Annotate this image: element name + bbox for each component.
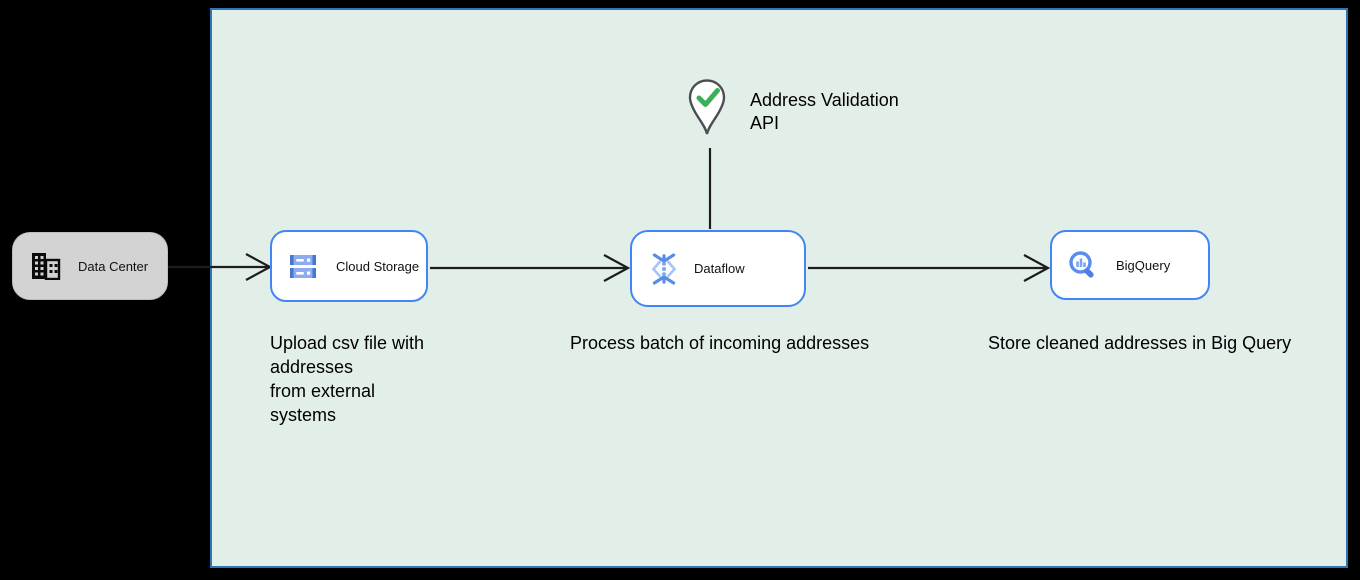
node-cloud-storage[interactable]: Cloud Storage <box>270 230 428 302</box>
bigquery-icon <box>1068 250 1098 280</box>
node-label-bigquery: BigQuery <box>1116 257 1171 273</box>
node-label-data-center: Data Center <box>78 258 149 274</box>
node-bigquery[interactable]: BigQuery <box>1050 230 1210 300</box>
caption-upload-csv: Upload csv file with addresses from exte… <box>270 333 425 425</box>
node-dataflow[interactable]: Dataflow <box>630 230 806 307</box>
caption-store-cleaned: Store cleaned addresses in Big Query <box>988 333 1292 353</box>
location-pin-check-icon[interactable] <box>688 79 726 137</box>
dataflow-icon <box>650 252 678 286</box>
address-validation-label: Address Validation API <box>750 90 899 133</box>
node-label-cloud-storage: Cloud Storage <box>336 258 420 274</box>
caption-process-batch: Process batch of incoming addresses <box>570 333 870 353</box>
cloud-storage-icon <box>290 254 316 279</box>
building-icon <box>31 252 61 280</box>
node-data-center[interactable]: Data Center <box>12 232 168 300</box>
node-label-dataflow: Dataflow <box>694 261 745 276</box>
